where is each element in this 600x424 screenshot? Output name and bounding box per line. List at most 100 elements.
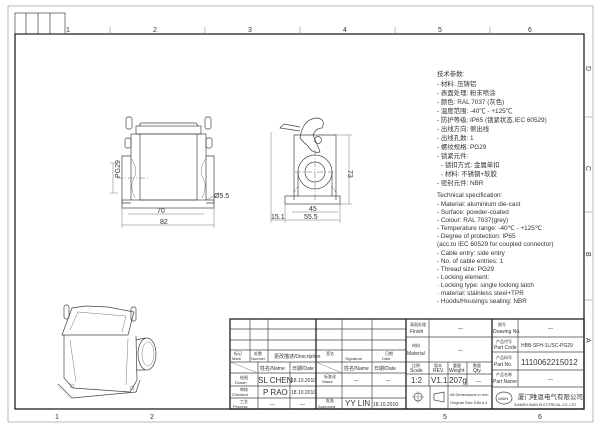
number-cn-text: 处数 <box>254 350 262 356</box>
revision-corner-box <box>14 12 66 35</box>
title-block <box>229 318 585 410</box>
spec-en-line: - Colour: RAL 7037(grey) <box>437 217 508 224</box>
dim-hole-diameter: Ø5.5 <box>214 193 229 200</box>
spec-cn-title: 技术参数: <box>437 69 465 78</box>
checked-text: Checked <box>232 392 248 397</box>
zone-col-4: 4 <box>343 27 347 34</box>
material-text: Material <box>407 351 425 357</box>
qty-text: Qty. <box>473 368 482 374</box>
date-text: Date <box>382 356 391 361</box>
number-text: Number <box>251 356 266 361</box>
spec-en-line: (acc.to IEC 60529 for coupled connector) <box>437 241 554 248</box>
company-logo: WAIN <box>495 391 513 405</box>
outer-border <box>7 5 594 423</box>
stand-cn-text: 标准化 <box>324 373 336 379</box>
qty-cn-text: 数量 <box>473 362 481 368</box>
part-name-text: Part Name <box>493 379 517 385</box>
company-name-cn: 厦门唯恩电气有限公司 <box>518 392 583 401</box>
approved-date: 18.10.2010 <box>373 402 398 408</box>
border-zone-labels: 1 2 3 4 5 6 1 2 5 6 D C B A <box>55 27 592 421</box>
qty-value-text: — <box>476 379 481 385</box>
zone-col-6: 6 <box>528 27 532 34</box>
checked-cn-text: 审核 <box>240 386 248 392</box>
zone-col-6-bottom: 6 <box>538 414 542 421</box>
zone-row-d: D <box>584 66 591 71</box>
date-hdr-text: 日期/Date <box>292 366 314 372</box>
date-hdr2-text: 日期/Date <box>374 366 396 372</box>
zone-row-b: B <box>584 252 591 257</box>
spec-cn-line: - 锁扣方式: 金属单扣 <box>441 160 500 169</box>
spec-cn-line: - 出线孔数: 1 <box>437 133 474 142</box>
material-value-text: — <box>458 348 463 354</box>
spec-cn-line: - 锁紧元件: <box>437 151 468 160</box>
part-no-value: 1110062215012 <box>521 358 578 367</box>
spec-en-line: · Locking type: single locking latch <box>437 282 534 289</box>
approved-cn-text: 批准 <box>326 397 334 403</box>
finish-text: Finish <box>410 329 424 335</box>
spec-cn: 技术参数: - 材料: 压铸铝 - 表面处理: 粉末喷涂 - 颜色: RAL 7… <box>437 69 547 187</box>
zone-col-1-bottom: 1 <box>55 414 59 421</box>
approved-name: YY LIN <box>345 399 370 408</box>
zone-row-a: A <box>584 338 591 343</box>
drawn-cn-text: 绘图 <box>240 374 248 380</box>
drawing-no-cn-text: 图号 <box>498 321 506 327</box>
stand-text: Stand <box>322 379 332 384</box>
date-cn-text: 日期 <box>385 350 393 356</box>
rev-text: REV. <box>433 368 444 374</box>
spec-cn-line: - 出线方向: 侧出线 <box>437 124 490 133</box>
drawn-name: SL CHEN <box>258 376 293 385</box>
spec-en-line: - Surface: powder-coated <box>437 209 509 216</box>
mark-cn-text: 标记 <box>234 350 242 356</box>
part-name-cn-text: 产品名称 <box>496 371 512 377</box>
dim-side-offset: 15.1 <box>271 214 285 221</box>
description-text: 更改描述/Description <box>274 353 321 360</box>
spec-en-line: - Locking element: <box>437 274 489 281</box>
spec-en-title: Technical specification: <box>437 192 503 199</box>
dim-side-outer: 55.5 <box>304 214 318 221</box>
isometric-view <box>57 304 157 399</box>
zone-col-3: 3 <box>248 27 252 34</box>
dim-side-height: 73 <box>346 170 353 178</box>
name-hdr-text: 姓名/Name <box>260 365 285 372</box>
part-code-text: Part Code <box>494 345 517 351</box>
spec-cn-line: - 材料: 不锈钢+软胶 <box>441 169 498 178</box>
approved-text: Approved <box>318 404 335 409</box>
part-no-cn-text: 产品料号 <box>496 354 512 360</box>
process-text: Process <box>233 404 247 409</box>
zone-col-2: 2 <box>153 27 157 34</box>
title-block-text: 标记 Mark 处数 Number 更改描述/Description 签名 Si… <box>232 321 583 409</box>
part-code-cn-text: 产品代号 <box>496 338 512 344</box>
zone-col-2-bottom: 2 <box>150 414 154 421</box>
scale-value: 1:2 <box>411 376 423 385</box>
spec-cn-line: - 温度范围: -40℃ - +125℃ <box>437 106 513 115</box>
rev-cn-text: 版本 <box>434 362 442 368</box>
weight-cn-text: 重量 <box>453 362 461 368</box>
company-name-en: XIAMEN WAIN ELECTRICAL CO.,LTD <box>514 403 576 407</box>
mark-text: Mark <box>232 356 241 361</box>
zone-col-1: 1 <box>66 27 70 34</box>
finish-cn-text: 表面处理 <box>410 321 426 327</box>
dim-side-inner: 45 <box>309 206 317 213</box>
signature-cn-text: 签名 <box>326 350 334 356</box>
spec-en-line: - Degree of protection: IP65 <box>437 233 516 240</box>
front-view: PG29 Ø5.5 70 82 <box>110 116 229 228</box>
drawing-no-text: Drawing No. <box>493 329 521 335</box>
process-name-text: — <box>270 402 275 408</box>
checked-date: 18.10.2010 <box>291 390 316 396</box>
zone-col-5-bottom: 5 <box>443 414 447 421</box>
spec-en-line: - Material: aluminium die-cast <box>437 201 521 208</box>
zone-col-5: 5 <box>438 27 442 34</box>
signature-text: Signature <box>345 356 363 361</box>
spec-cn-line: - 材料: 压铸铝 <box>437 79 476 88</box>
material-cn-text: 材料 <box>412 342 420 348</box>
name-hdr2-text: 姓名/Name <box>344 365 369 372</box>
spec-en-line: - Thread size: PG29 <box>437 266 495 273</box>
scale-text: Scale <box>410 368 423 374</box>
stand-name-text: — <box>354 378 359 384</box>
spec-en-line: - Temperature range: -40℃ - +125℃ <box>437 225 542 232</box>
zone-row-c: C <box>584 166 591 171</box>
process-cn-text: 工艺 <box>240 399 248 404</box>
drawn-text: Drawn <box>235 380 247 385</box>
logo-text: WAIN <box>498 396 508 401</box>
